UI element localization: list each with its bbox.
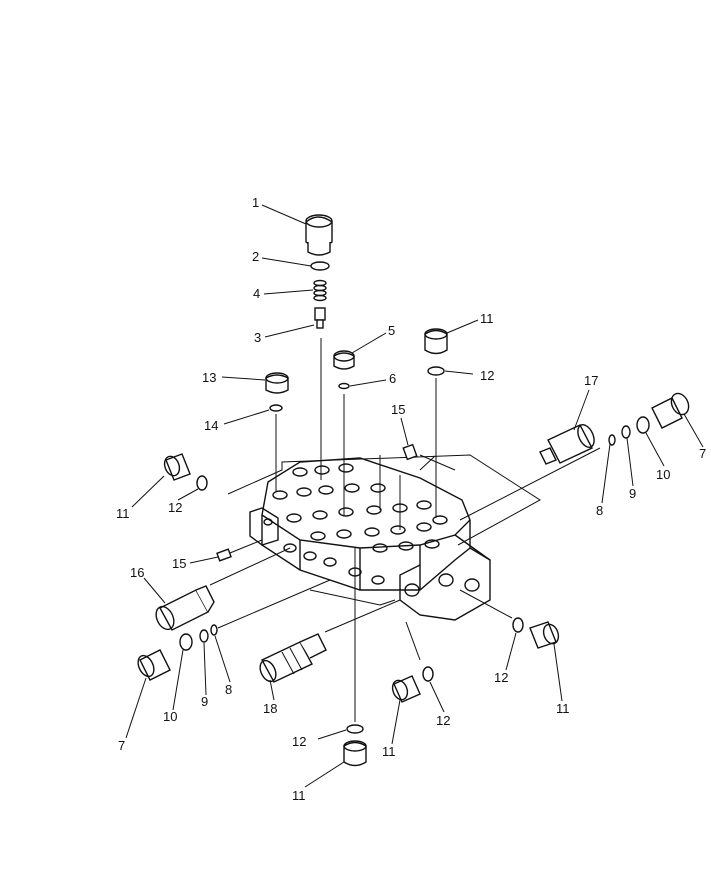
o-ring-part-12-bottom bbox=[346, 724, 364, 734]
explosion-lines bbox=[209, 338, 601, 722]
relief-valve-part-16 bbox=[155, 585, 215, 631]
plug-part-11-bottom bbox=[343, 740, 367, 767]
plug-part-7-left bbox=[137, 649, 171, 681]
o-ring-part-2 bbox=[310, 261, 330, 271]
callout-11-right: 11 bbox=[556, 701, 570, 716]
plug-part-7-right bbox=[651, 392, 690, 429]
callout-16: 16 bbox=[130, 565, 144, 580]
callout-11-left: 11 bbox=[116, 506, 130, 521]
callout-15-left: 15 bbox=[172, 556, 186, 571]
callout-10-left: 10 bbox=[163, 709, 177, 724]
o-ring-part-14 bbox=[269, 404, 283, 412]
plug-part-5 bbox=[333, 350, 355, 370]
callout-8-right: 8 bbox=[596, 503, 603, 518]
callout-12-center: 12 bbox=[436, 713, 450, 728]
ring-part-9-right bbox=[621, 425, 631, 439]
o-ring-part-12-top bbox=[427, 366, 445, 376]
callout-12-top: 12 bbox=[480, 368, 494, 383]
callout-labels: 1 2 4 3 5 6 11 12 13 14 15 17 7 10 9 8 1… bbox=[116, 195, 706, 803]
o-ring-part-12-right bbox=[512, 617, 524, 633]
callout-12-left: 12 bbox=[168, 500, 182, 515]
o-ring-part-6 bbox=[338, 382, 350, 390]
plug-part-11-center bbox=[391, 675, 421, 703]
callout-12-bottom: 12 bbox=[292, 734, 306, 749]
o-ring-part-10-right bbox=[636, 416, 650, 434]
relief-valve-part-17 bbox=[539, 424, 595, 465]
o-ring-part-10-left bbox=[179, 633, 193, 651]
plug-part-11-right bbox=[529, 621, 560, 649]
callout-5: 5 bbox=[388, 323, 395, 338]
o-ring-part-12-left bbox=[196, 475, 208, 491]
callout-8-left: 8 bbox=[225, 682, 232, 697]
callout-4: 4 bbox=[253, 286, 260, 301]
plug-part-13 bbox=[265, 372, 289, 394]
poppet-part-3 bbox=[314, 307, 326, 329]
callout-11-center: 11 bbox=[382, 744, 396, 759]
o-ring-part-8-right bbox=[608, 434, 616, 446]
spring-part-4 bbox=[313, 279, 327, 302]
o-ring-part-12-center bbox=[422, 666, 434, 682]
callout-2: 2 bbox=[252, 249, 259, 264]
callout-1: 1 bbox=[252, 195, 259, 210]
callout-18: 18 bbox=[263, 701, 277, 716]
valve-body bbox=[227, 454, 541, 621]
callout-3: 3 bbox=[254, 330, 261, 345]
callout-12-right: 12 bbox=[494, 670, 508, 685]
callout-9-right: 9 bbox=[629, 486, 636, 501]
plug-part-1 bbox=[305, 214, 333, 256]
callout-15-top: 15 bbox=[391, 402, 405, 417]
valve-cartridge-part-18 bbox=[259, 633, 327, 683]
set-screw-part-15-top bbox=[402, 443, 418, 461]
callout-9-left: 9 bbox=[201, 694, 208, 709]
callout-11-bottom: 11 bbox=[292, 788, 306, 803]
ring-part-9-left bbox=[199, 629, 209, 643]
leader-lines bbox=[125, 204, 704, 788]
callout-13: 13 bbox=[202, 370, 216, 385]
callout-14: 14 bbox=[204, 418, 218, 433]
callout-10-right: 10 bbox=[656, 467, 670, 482]
callout-7-left: 7 bbox=[118, 738, 125, 753]
plug-part-11-top bbox=[424, 328, 448, 355]
callout-6: 6 bbox=[389, 371, 396, 386]
set-screw-part-15-left bbox=[216, 548, 232, 562]
plug-part-11-left bbox=[163, 453, 191, 481]
callout-17: 17 bbox=[584, 373, 598, 388]
callout-11-top: 11 bbox=[480, 311, 494, 326]
o-ring-part-8-left bbox=[210, 624, 218, 636]
callout-7-right: 7 bbox=[699, 446, 706, 461]
